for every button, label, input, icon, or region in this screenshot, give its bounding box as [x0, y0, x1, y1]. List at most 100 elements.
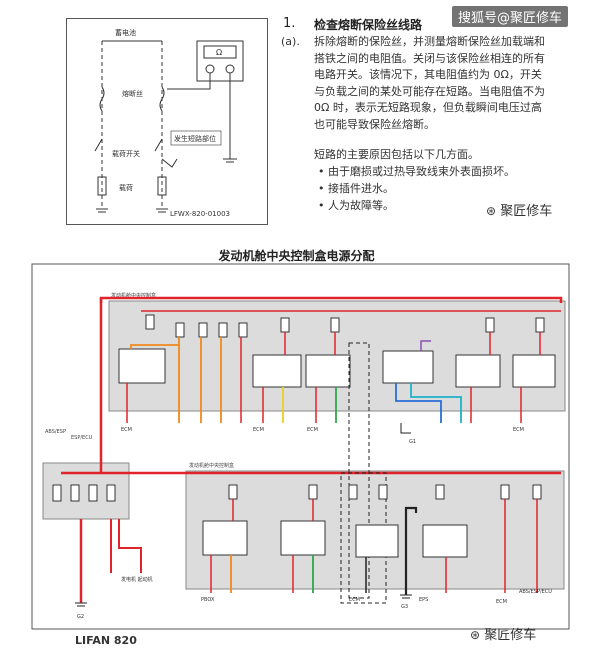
relay — [422, 524, 468, 558]
cause-item: • 接插件进水。 — [318, 182, 394, 195]
fuse — [500, 484, 510, 500]
probe-wire-left — [167, 73, 211, 90]
cause-title: 短路的主要原因包括以下几方面。 — [314, 148, 479, 161]
load-label: 载荷 — [119, 183, 133, 192]
relay — [355, 524, 399, 558]
model-label: LIFAN 820 — [75, 634, 137, 647]
figure-code: LFWX-820-01003 — [170, 210, 230, 218]
red-wire — [118, 519, 142, 573]
cause-item: • 人为故障等。 — [318, 199, 394, 212]
fuse — [535, 317, 545, 333]
fuse — [308, 484, 318, 500]
fault-box — [170, 130, 222, 146]
main-title: 发动机舱中央控制盒电源分配 — [218, 249, 375, 263]
bottom-label: ECM — [349, 597, 360, 603]
wiring-diagram-svg: 发动机舱中央控制盒 发动机舱中央控制盒 ABS/ESP ESP/ECU — [31, 263, 570, 630]
ground-label: G1 — [409, 439, 416, 445]
fuse — [145, 314, 155, 330]
fuse — [52, 484, 62, 502]
fuse — [435, 484, 445, 500]
bottom-label: PBOX — [201, 597, 215, 603]
fuse — [88, 484, 98, 502]
step-title: 检查熔断保险丝线路 — [314, 18, 423, 32]
relay — [252, 354, 302, 388]
ground-wire — [400, 423, 411, 434]
load-right — [157, 176, 167, 196]
upper-box-label: 发动机舱中央控制盒 — [111, 292, 156, 299]
cause-item: • 由于磨损或过热导致线束外表面损坏。 — [318, 165, 515, 178]
upper-relays — [118, 348, 556, 388]
lower-box-label: 发动机舱中央控制盒 — [189, 462, 234, 469]
orange-wire — [130, 337, 180, 349]
wechat-icon: ⊛ — [486, 204, 497, 218]
fuse — [175, 322, 185, 338]
left-label-b: ESP/ECU — [71, 435, 93, 441]
fuse — [485, 317, 495, 333]
watermark-top: 搜狐号@聚匠修车 — [452, 6, 569, 27]
meter-symbol: Ω — [216, 48, 222, 57]
black-wire — [404, 506, 418, 595]
fuse — [228, 484, 238, 500]
watermark-bottom-text: 聚匠修车 — [484, 628, 537, 643]
purple-wire — [420, 340, 431, 351]
fuse — [378, 484, 388, 500]
relay — [512, 354, 556, 388]
switch-label: 载荷开关 — [112, 149, 140, 158]
relay — [280, 520, 326, 556]
dashed-region — [348, 342, 370, 599]
switch-left — [94, 138, 103, 152]
left-fuses — [52, 484, 116, 502]
relay — [118, 348, 166, 384]
relay — [455, 354, 501, 388]
bottom-label: 发电机 起动机 — [121, 576, 153, 583]
fuse-symbol-right — [159, 86, 165, 112]
bottom-label: ABS/ESP/ECU — [519, 589, 552, 595]
ground-label: G3 — [401, 604, 408, 610]
fuse — [330, 317, 340, 333]
lower-relays — [202, 520, 468, 558]
bottom-label: ECM — [253, 427, 264, 433]
ground-label: G2 — [77, 614, 84, 620]
dashed-region-lower — [340, 472, 387, 604]
left-label-a: ABS/ESP — [45, 429, 66, 435]
step-sub: (a). — [281, 35, 300, 48]
fuse — [238, 322, 248, 338]
diagram-border — [31, 263, 570, 630]
relay — [305, 354, 351, 388]
fuse — [532, 484, 542, 500]
wiring-diagram: 发动机舱中央控制盒 发动机舱中央控制盒 ABS/ESP ESP/ECU — [31, 263, 571, 631]
fuse — [348, 484, 358, 500]
fault-arrow — [161, 158, 178, 168]
watermark-mid: ⊛ 聚匠修车 — [486, 200, 552, 219]
fuse — [106, 484, 116, 502]
fuse — [218, 322, 228, 338]
fuse — [280, 317, 290, 333]
battery-label: 蓄电池 — [115, 28, 136, 37]
bottom-label: ECM — [513, 427, 524, 433]
fuse-symbol-left — [99, 86, 105, 112]
upper-fuses — [145, 314, 545, 338]
blue-wire — [395, 383, 442, 423]
fuse-check-figure: 蓄电池 熔断丝 载荷开关 发生短路部位 载荷 Ω — [66, 18, 268, 225]
bottom-label: ECM — [307, 427, 318, 433]
bottom-label: ECM — [496, 599, 507, 605]
relay — [202, 520, 248, 556]
switch-right — [154, 138, 163, 152]
watermark-bottom: ⊛ 聚匠修车 — [470, 624, 536, 643]
watermark-mid-text: 聚匠修车 — [500, 204, 553, 219]
fuse-check-diagram: 蓄电池 熔断丝 载荷开关 发生短路部位 载荷 Ω — [94, 28, 244, 213]
bottom-label: EPS — [419, 597, 428, 603]
fuse — [198, 322, 208, 338]
wechat-icon: ⊛ — [470, 628, 481, 642]
load-left — [97, 176, 107, 196]
cyan-wire — [410, 383, 462, 423]
fault-label: 发生短路部位 — [174, 134, 216, 143]
fuse-label: 熔断丝 — [122, 89, 143, 98]
fuse — [70, 484, 80, 502]
meter-display — [203, 45, 237, 59]
step-number: 1. — [283, 16, 296, 31]
ohm-meter — [196, 40, 244, 82]
bottom-label: ECM — [121, 427, 132, 433]
description-text: 拆除熔断的保险丝，并测量熔断保险丝加载端和搭铁之间的电阻值。关闭与该保险丝相连的… — [314, 35, 545, 131]
relay — [382, 350, 434, 384]
